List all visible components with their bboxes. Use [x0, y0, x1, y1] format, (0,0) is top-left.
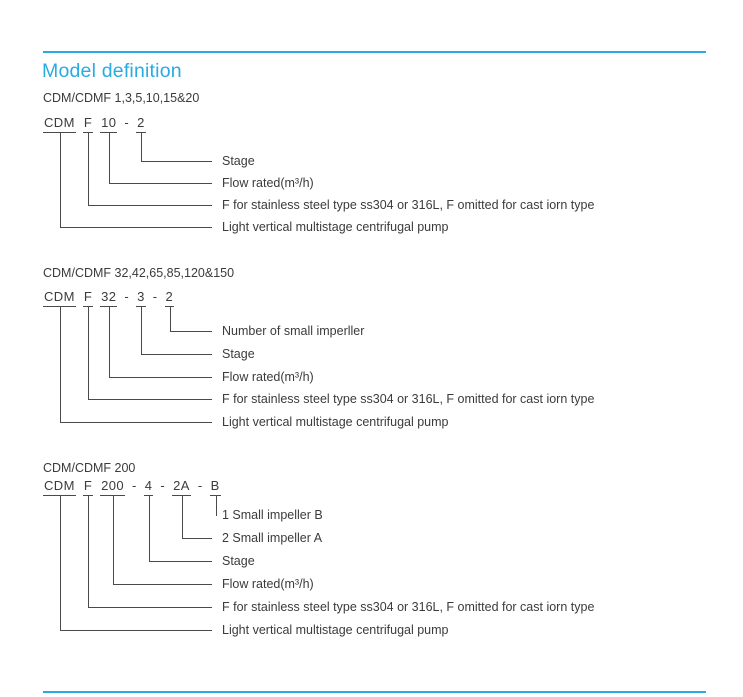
model-code-row: CDM F 10-2	[43, 116, 146, 133]
connector-vline	[170, 306, 171, 332]
connector-hline	[88, 399, 212, 400]
part-label: Flow rated(m³/h)	[222, 176, 314, 190]
model-token: 10	[100, 116, 118, 133]
connector-hline	[141, 354, 212, 355]
model-token: 4	[143, 479, 154, 496]
model-token: 32	[100, 290, 118, 307]
connector-hline	[88, 205, 212, 206]
part-label: Light vertical multistage centrifugal pu…	[222, 415, 449, 429]
connector-vline	[141, 132, 142, 162]
part-label: Number of small imperller	[222, 324, 365, 338]
section-heading: CDM/CDMF 1,3,5,10,15&20	[43, 91, 200, 105]
connector-vline	[88, 495, 89, 608]
part-label: Flow rated(m³/h)	[222, 577, 314, 591]
connector-hline	[109, 183, 212, 184]
part-label: Light vertical multistage centrifugal pu…	[222, 623, 449, 637]
top-accent-rule	[43, 51, 706, 53]
part-label: Stage	[222, 154, 255, 168]
page-title: Model definition	[42, 60, 182, 82]
connector-hline	[149, 561, 212, 562]
connector-hline	[170, 331, 212, 332]
model-token: F	[82, 116, 94, 133]
section-heading: CDM/CDMF 200	[43, 461, 136, 475]
connector-vline	[109, 306, 110, 378]
connector-hline	[182, 538, 212, 539]
model-token: 2	[164, 290, 175, 307]
model-token: 200	[100, 479, 126, 496]
section-heading: CDM/CDMF 32,42,65,85,120&150	[43, 266, 235, 280]
model-dash: -	[152, 289, 158, 304]
part-label: Stage	[222, 347, 255, 361]
model-dash: -	[197, 478, 203, 493]
connector-hline	[113, 584, 212, 585]
connector-vline	[113, 495, 114, 585]
connector-vline	[88, 132, 89, 206]
model-token: 3	[136, 290, 146, 307]
part-label: F for stainless steel type ss304 or 316L…	[222, 198, 595, 212]
connector-hline	[60, 227, 212, 228]
connector-vline	[216, 495, 217, 516]
part-label: F for stainless steel type ss304 or 316L…	[222, 392, 595, 406]
connector-vline	[60, 132, 61, 228]
model-token: CDM	[43, 116, 76, 133]
model-token: CDM	[43, 290, 76, 307]
connector-hline	[88, 607, 212, 608]
model-token: B	[209, 479, 221, 496]
part-label: F for stainless steel type ss304 or 316L…	[222, 600, 595, 614]
connector-vline	[149, 495, 150, 562]
model-dash: -	[124, 289, 130, 304]
connector-vline	[60, 495, 61, 631]
connector-vline	[109, 132, 110, 184]
part-label: Stage	[222, 554, 255, 568]
connector-vline	[182, 495, 183, 539]
part-label: Light vertical multistage centrifugal pu…	[222, 220, 449, 234]
connector-hline	[109, 377, 212, 378]
model-token: F	[82, 479, 94, 496]
model-dash: -	[124, 115, 130, 130]
connector-hline	[141, 161, 212, 162]
model-token: F	[82, 290, 94, 307]
model-token: CDM	[43, 479, 76, 496]
part-label: 1 Small impeller B	[222, 508, 323, 522]
connector-vline	[141, 306, 142, 355]
connector-vline	[88, 306, 89, 400]
model-dash: -	[132, 478, 137, 493]
model-token: 2A	[172, 479, 191, 496]
model-token: 2	[136, 116, 146, 133]
part-label: 2 Small impeller A	[222, 531, 323, 545]
bottom-accent-rule	[43, 691, 706, 693]
model-dash: -	[160, 478, 166, 493]
part-label: Flow rated(m³/h)	[222, 370, 314, 384]
connector-hline	[60, 422, 212, 423]
connector-hline	[60, 630, 212, 631]
connector-vline	[60, 306, 61, 423]
